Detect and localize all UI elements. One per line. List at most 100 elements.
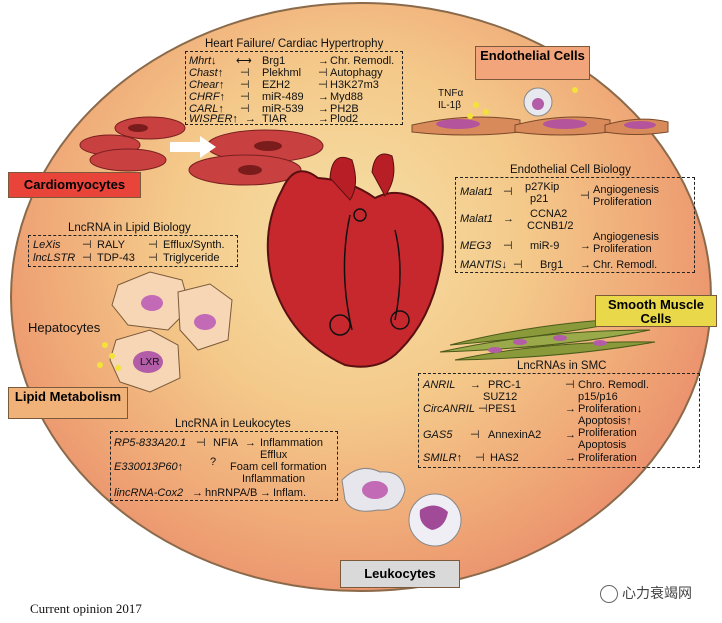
eb-effect: Angiogenesis (593, 231, 660, 243)
hf-effect: H3K27m3 (330, 79, 379, 91)
hf-effect: Plod2 (330, 113, 359, 125)
smc-target: AnnexinA2 (488, 429, 542, 441)
lb-sym2: ⊣ (148, 239, 158, 251)
eb-sym: ⊣ (503, 240, 513, 252)
eb-effect: Angiogenesis (593, 184, 660, 196)
eb-effect: Proliferation (593, 243, 652, 255)
smc-sym2: ⊣ (565, 379, 575, 391)
endothelial-biology-box (455, 177, 695, 273)
endothelial-cells (411, 87, 669, 136)
lb-target: TDP-43 (97, 252, 135, 264)
smc-lnc: SMILR↑ (423, 452, 463, 464)
eb-sym: → (503, 213, 514, 225)
lipid-label: Lipid Metabolism (8, 387, 128, 419)
lb-sym: ⊣ (82, 239, 92, 251)
wechat-icon (600, 585, 618, 603)
smc-target: PRC-1 (488, 379, 522, 391)
hepatocytes-text: Hepatocytes (28, 320, 101, 335)
watermark: 心力衰竭网 (600, 583, 692, 603)
lb-lnc: lncLSTR (33, 252, 76, 264)
hf-target: miR-539 (262, 103, 304, 115)
eb-lnc: Malat1 (460, 186, 494, 198)
lipid-biology-box (28, 235, 238, 267)
smc-effect: p15/p16 (578, 391, 618, 403)
hf-sym: ⟷ (236, 55, 252, 67)
smc-effect: Proliferation (578, 452, 637, 464)
hf-lnc: WISPER↑ (189, 113, 238, 125)
eb-sym2: ⊣ (580, 190, 590, 202)
lk-target: hnRNPA/B (205, 487, 258, 499)
cardiomyocyte-cells (79, 116, 324, 186)
hf-target: Plekhml (262, 67, 302, 79)
smc-sym: ⊣ (475, 452, 485, 464)
il1b-text: IL-1β (438, 100, 461, 111)
smc-sym2: → (565, 452, 576, 464)
smc-lncrnas-box (418, 373, 700, 468)
eb-effect: Proliferation (593, 196, 652, 208)
eb-sym2: → (580, 259, 591, 271)
hf-target: miR-489 (262, 91, 304, 103)
lk-lnc: E330013P60↑ (114, 461, 184, 473)
hf-sym2: → (318, 91, 329, 103)
hf-target: Brg1 (262, 55, 286, 67)
hf-effect: PH2B (330, 103, 359, 115)
lipid-biology-title: LncRNA in Lipid Biology (68, 222, 191, 234)
leukocyte-cells (341, 467, 462, 547)
lk-target: NFIA (213, 437, 239, 449)
smc-target: SUZ12 (483, 391, 518, 403)
lk-lnc: lincRNA-Cox2 (114, 487, 184, 499)
smc-lncrnas-title: LncRNAs in SMC (517, 360, 607, 372)
eb-sym: ⊣ (503, 186, 513, 198)
smc-sym: ⊣ (470, 429, 480, 441)
eb-sym2: → (580, 240, 591, 252)
smc-effect: Apoptosis↑ (578, 415, 632, 427)
hf-lnc: Chear↑ (189, 79, 225, 91)
lk-effect: Inflam. (273, 487, 307, 499)
eb-target: CCNA2 (530, 208, 568, 220)
eb-lnc: MEG3 (460, 240, 492, 252)
smc-target: PES1 (488, 403, 517, 415)
hf-sym: ⊣ (240, 67, 250, 79)
smc-lnc: CircANRIL (423, 403, 475, 415)
smc-effect: Chro. Remodl. (578, 379, 649, 391)
lb-lnc: LeXis (33, 239, 61, 251)
lxr-text: LXR (140, 357, 160, 368)
hf-sym: ⊣ (240, 103, 250, 115)
lb-sym: ⊣ (82, 252, 92, 264)
lk-effect: Inflammation (260, 437, 323, 449)
smooth-muscle-cells (439, 317, 656, 361)
leukocytes-box-title: LncRNA in Leukocytes (175, 418, 291, 430)
eb-lnc: MANTIS↓ (460, 259, 508, 271)
endothelial-biology-title: Endothelial Cell Biology (510, 164, 631, 176)
lb-sym2: ⊣ (148, 252, 158, 264)
lk-sym: ⊣ (196, 437, 206, 449)
smc-sym: → (470, 379, 481, 391)
hf-lnc: Mhrt↓ (189, 55, 217, 67)
tnf-text: TNFα (438, 88, 464, 99)
hf-effect: Myd88 (330, 91, 364, 103)
cardiomyocytes-label: Cardiomyocytes (8, 172, 141, 198)
lk-sym2: → (260, 487, 271, 499)
hf-effect: Chr. Remodl. (330, 55, 395, 67)
smc-lnc: GAS5 (423, 429, 453, 441)
endothelial-label: Endothelial Cells (475, 46, 590, 80)
hf-sym: ⊣ (240, 79, 250, 91)
hf-effect: Autophagy (330, 67, 383, 79)
hf-target: TIAR (262, 113, 288, 125)
smc-sym: ⊣ (478, 403, 488, 415)
lk-lnc: RP5-833A20.1 (114, 437, 187, 449)
caption: Current opinion 2017 (30, 601, 142, 616)
smc-target: HAS2 (490, 452, 519, 464)
hf-lnc: CHRF↑ (189, 91, 226, 103)
hf-sym2: ⊣ (318, 79, 328, 91)
eb-target: CCNB1/2 (527, 220, 574, 232)
hf-lnc: CARL↑ (189, 103, 224, 115)
lk-sym: → (192, 487, 203, 499)
lb-effect: Triglyceride (163, 252, 220, 264)
eb-lnc: Malat1 (460, 213, 494, 225)
lb-effect: Efflux/Synth. (163, 239, 225, 251)
leukocytes-box (110, 431, 338, 501)
hf-sym: ⊣ (240, 91, 250, 103)
smc-effect: Proliferation↓ (578, 403, 643, 415)
